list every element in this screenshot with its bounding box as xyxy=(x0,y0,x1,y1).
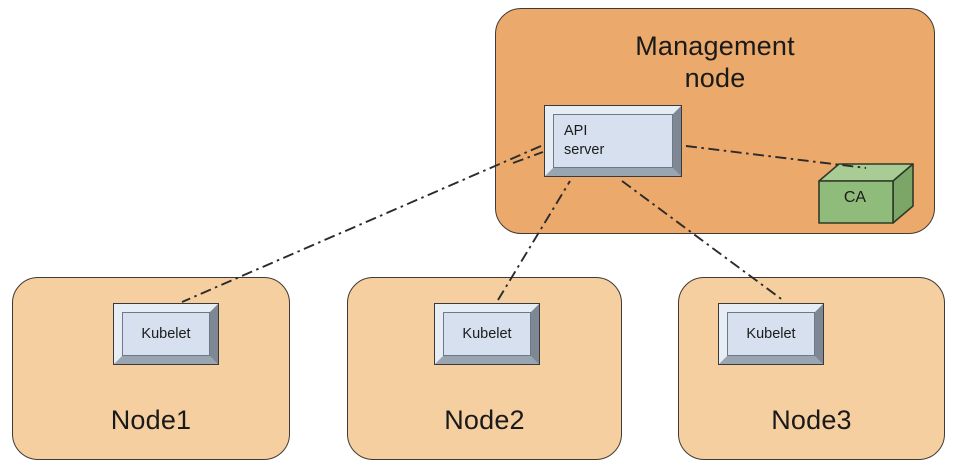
api-server-label-line2: server xyxy=(564,142,605,158)
node3-kubelet-component[interactable]: Kubelet xyxy=(718,303,824,365)
api-server-component[interactable]: API server xyxy=(544,105,682,177)
node3-kubelet-inner: Kubelet xyxy=(727,312,815,356)
node3-kubelet-label: Kubelet xyxy=(746,325,796,342)
node2-kubelet-component[interactable]: Kubelet xyxy=(434,303,540,365)
node2-kubelet-inner: Kubelet xyxy=(443,312,531,356)
worker-node-3-title: Node3 xyxy=(771,405,852,436)
node1-kubelet-label: Kubelet xyxy=(141,325,191,342)
node2-kubelet-label: Kubelet xyxy=(462,325,512,342)
ca-label: CA xyxy=(843,189,867,206)
management-node-title-line1: Management xyxy=(635,31,795,61)
api-server-label-line1: API xyxy=(564,123,588,140)
worker-node-1-title: Node1 xyxy=(110,405,192,436)
node1-kubelet-component[interactable]: Kubelet xyxy=(113,303,219,365)
ca-box-shape xyxy=(818,163,914,224)
ca-component[interactable]: CA xyxy=(818,163,914,225)
management-node-title-line2: node xyxy=(684,62,746,93)
api-server-label: API server xyxy=(554,122,604,159)
worker-node-2-title: Node2 xyxy=(444,405,525,436)
api-server-inner: API server xyxy=(553,114,673,168)
management-node-title: Management node xyxy=(496,31,934,95)
node1-kubelet-inner: Kubelet xyxy=(122,312,210,356)
